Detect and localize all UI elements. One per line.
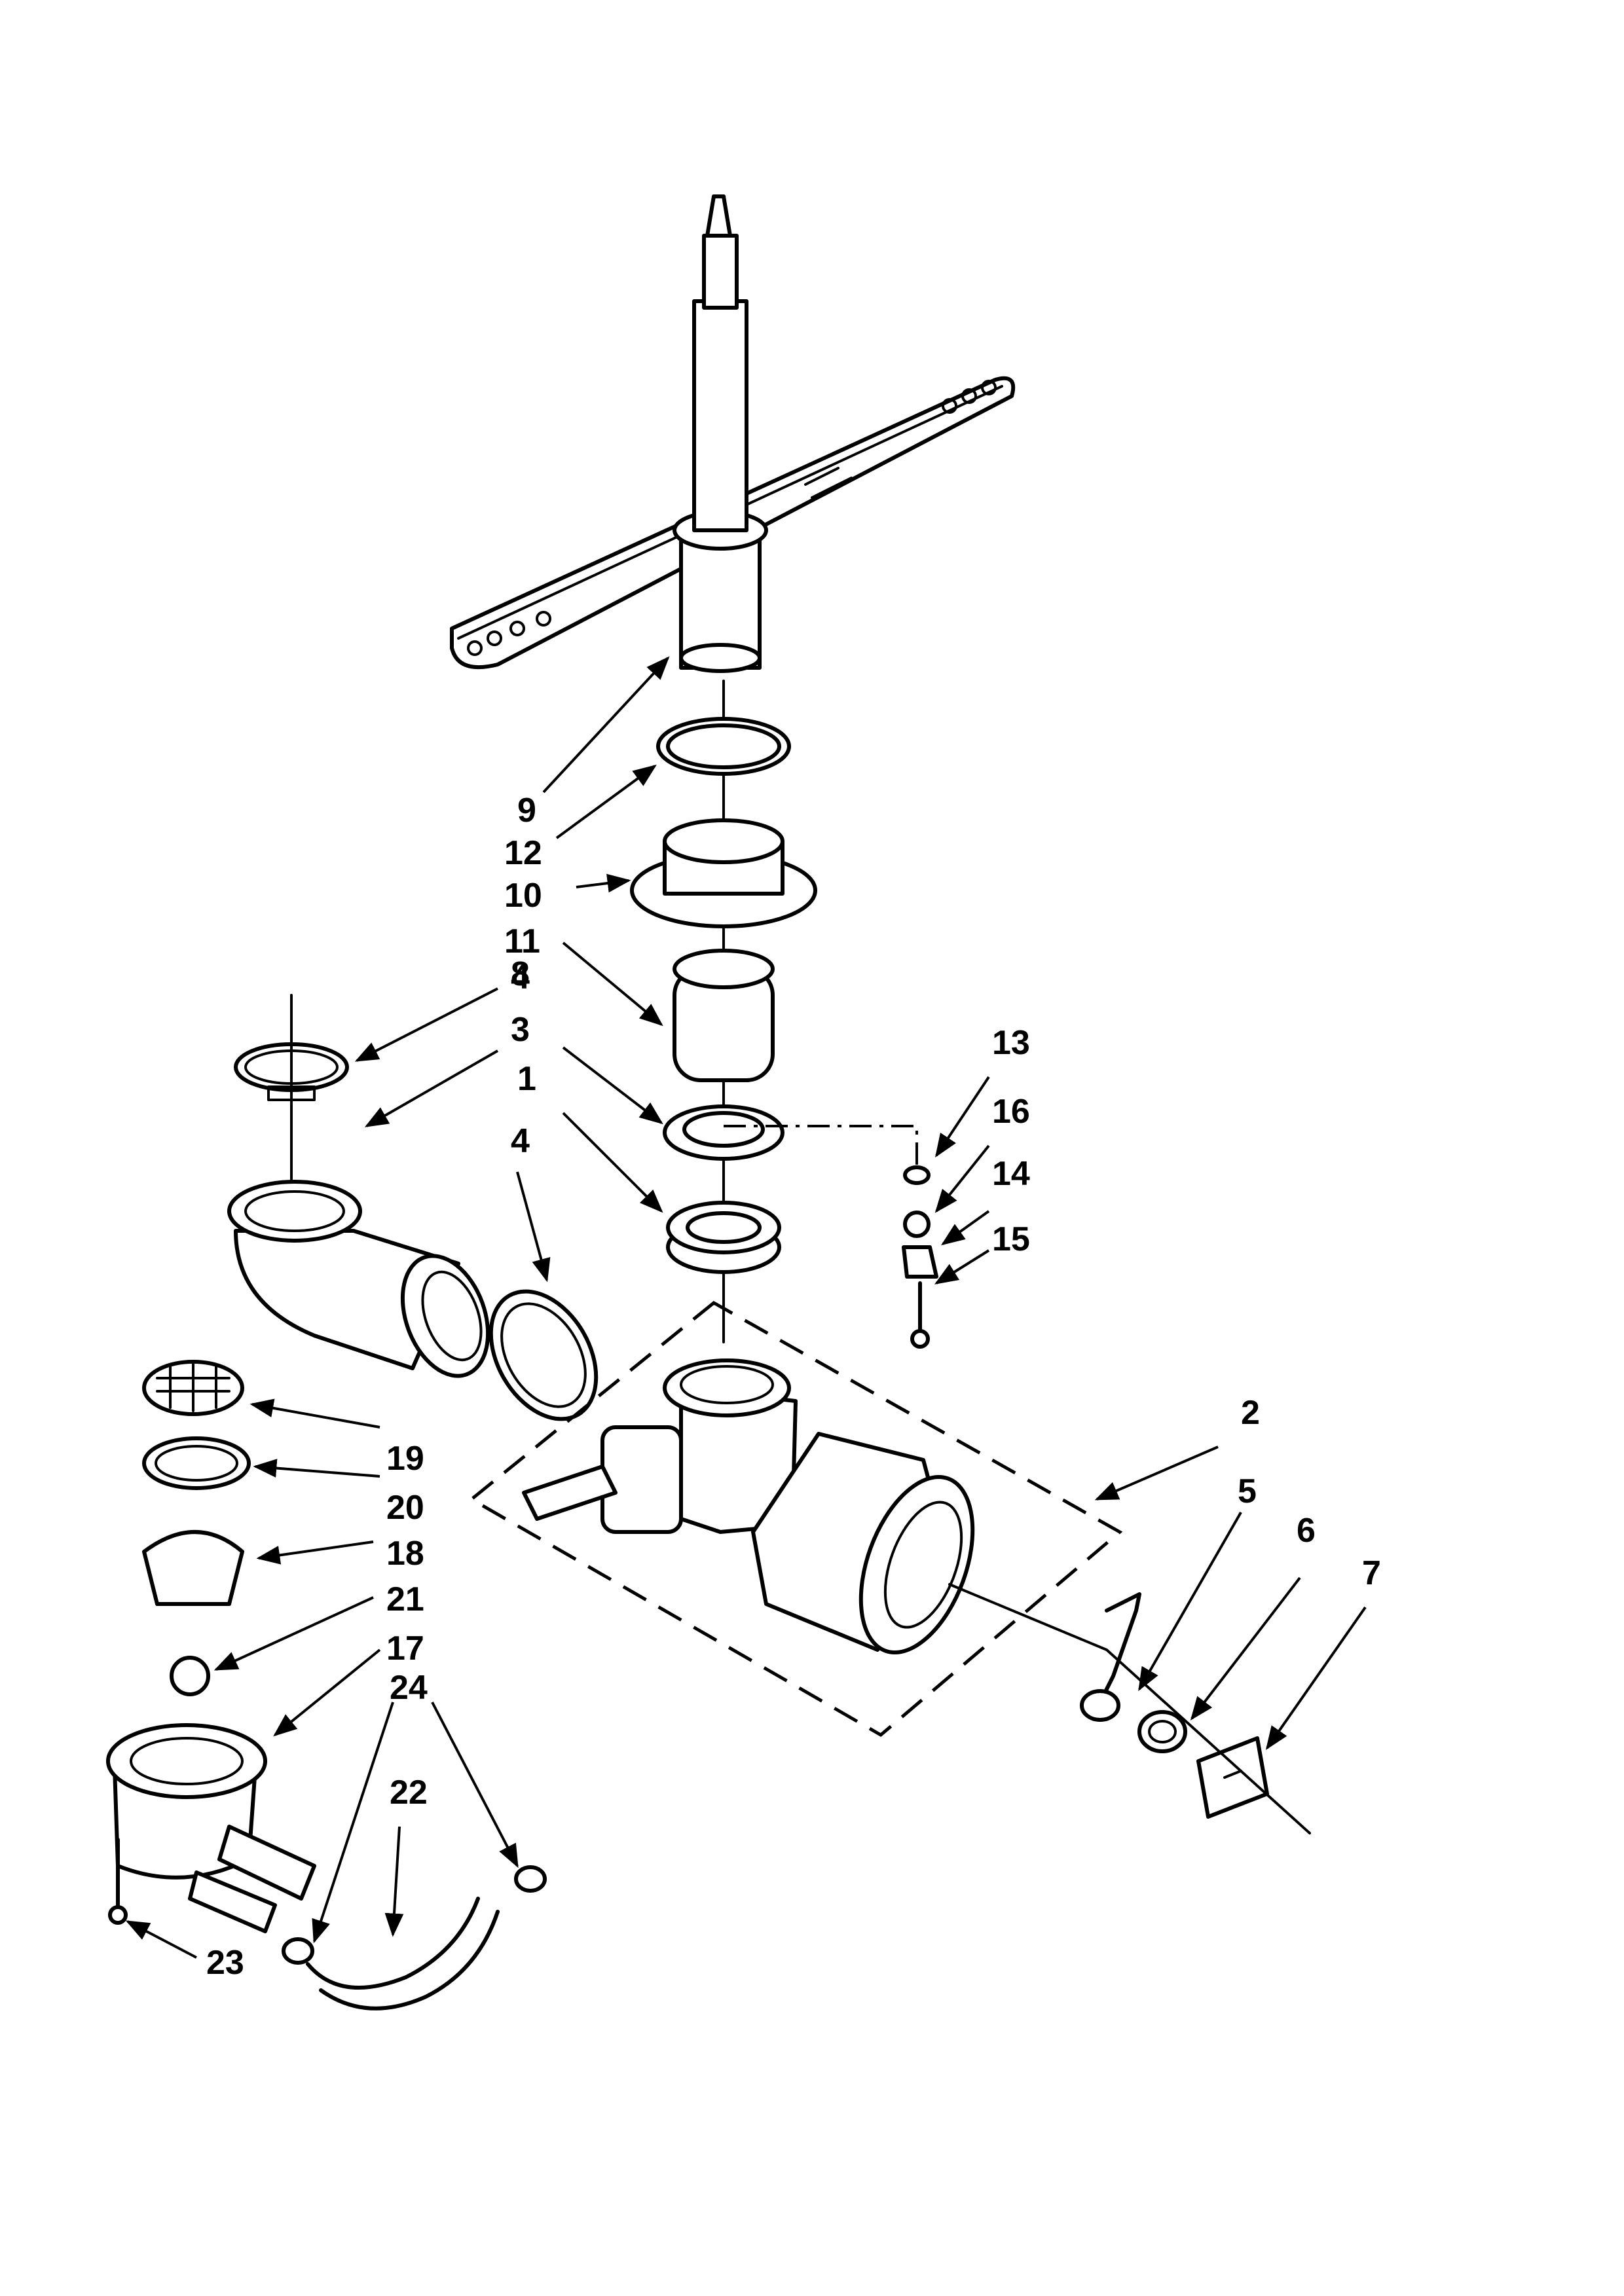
hose-clamp-24b xyxy=(514,1865,547,1893)
callout-18: 18 xyxy=(386,1535,424,1573)
callout-1: 1 xyxy=(517,1060,536,1098)
seal-ring xyxy=(656,717,791,776)
callout-24: 24 xyxy=(390,1669,428,1707)
bracket-14 xyxy=(902,1245,938,1279)
callout-9: 9 xyxy=(517,792,536,829)
screw-23 xyxy=(108,1838,128,1925)
hose-clamp-24a xyxy=(282,1937,314,1965)
callout-17: 17 xyxy=(386,1630,424,1667)
callout-5: 5 xyxy=(1238,1472,1257,1510)
callout-14: 14 xyxy=(992,1155,1030,1193)
callout-3: 3 xyxy=(511,1011,530,1049)
pump-filter-cup xyxy=(673,949,775,1082)
callout-21: 21 xyxy=(386,1580,424,1618)
callout-12: 12 xyxy=(504,834,542,872)
drain-gasket xyxy=(142,1436,251,1490)
callout-6: 6 xyxy=(1297,1512,1316,1550)
check-valve-cage xyxy=(142,1530,244,1606)
callout-4b: 4 xyxy=(511,1122,530,1160)
callout-15: 15 xyxy=(992,1220,1030,1258)
drain-cover-grill xyxy=(142,1360,244,1416)
callout-10: 10 xyxy=(504,877,542,915)
check-ball xyxy=(170,1656,210,1696)
callout-13: 13 xyxy=(992,1024,1030,1062)
spring-clip xyxy=(1080,1592,1141,1722)
hose-clamp-lower xyxy=(489,1289,599,1421)
callout-4a: 4 xyxy=(511,958,530,996)
elbow-hose xyxy=(227,1180,490,1378)
callout-16: 16 xyxy=(992,1093,1030,1131)
callout-2: 2 xyxy=(1241,1394,1260,1432)
leader-lines xyxy=(125,656,1367,1959)
callout-20: 20 xyxy=(386,1489,424,1527)
mounting-flange xyxy=(630,818,817,928)
callout-19: 19 xyxy=(386,1440,424,1478)
callout-7: 7 xyxy=(1362,1554,1381,1592)
hardware-dashdot-line xyxy=(724,1125,918,1165)
pump-motor-dashed-outline xyxy=(468,1300,1123,1738)
gasket-8 xyxy=(663,1104,784,1161)
callout-22: 22 xyxy=(390,1774,428,1812)
screw-15 xyxy=(910,1281,930,1349)
star-washer-16 xyxy=(903,1211,931,1238)
shield-plate xyxy=(1196,1736,1269,1819)
nut-13 xyxy=(903,1165,931,1185)
callout-11: 11 xyxy=(504,922,540,960)
drain-housing xyxy=(106,1723,316,1933)
callout-23: 23 xyxy=(206,1944,244,1982)
gasket-1 xyxy=(666,1201,781,1274)
callout-8: 8 xyxy=(511,955,530,993)
drain-hose xyxy=(306,1897,500,2011)
grommet xyxy=(1137,1710,1187,1753)
pump-motor xyxy=(522,1358,1108,1655)
spray-arm-shaft xyxy=(673,194,768,673)
callout-labels: 1 2 3 4 4 5 6 7 8 9 10 11 12 13 14 15 16… xyxy=(206,792,1381,1982)
